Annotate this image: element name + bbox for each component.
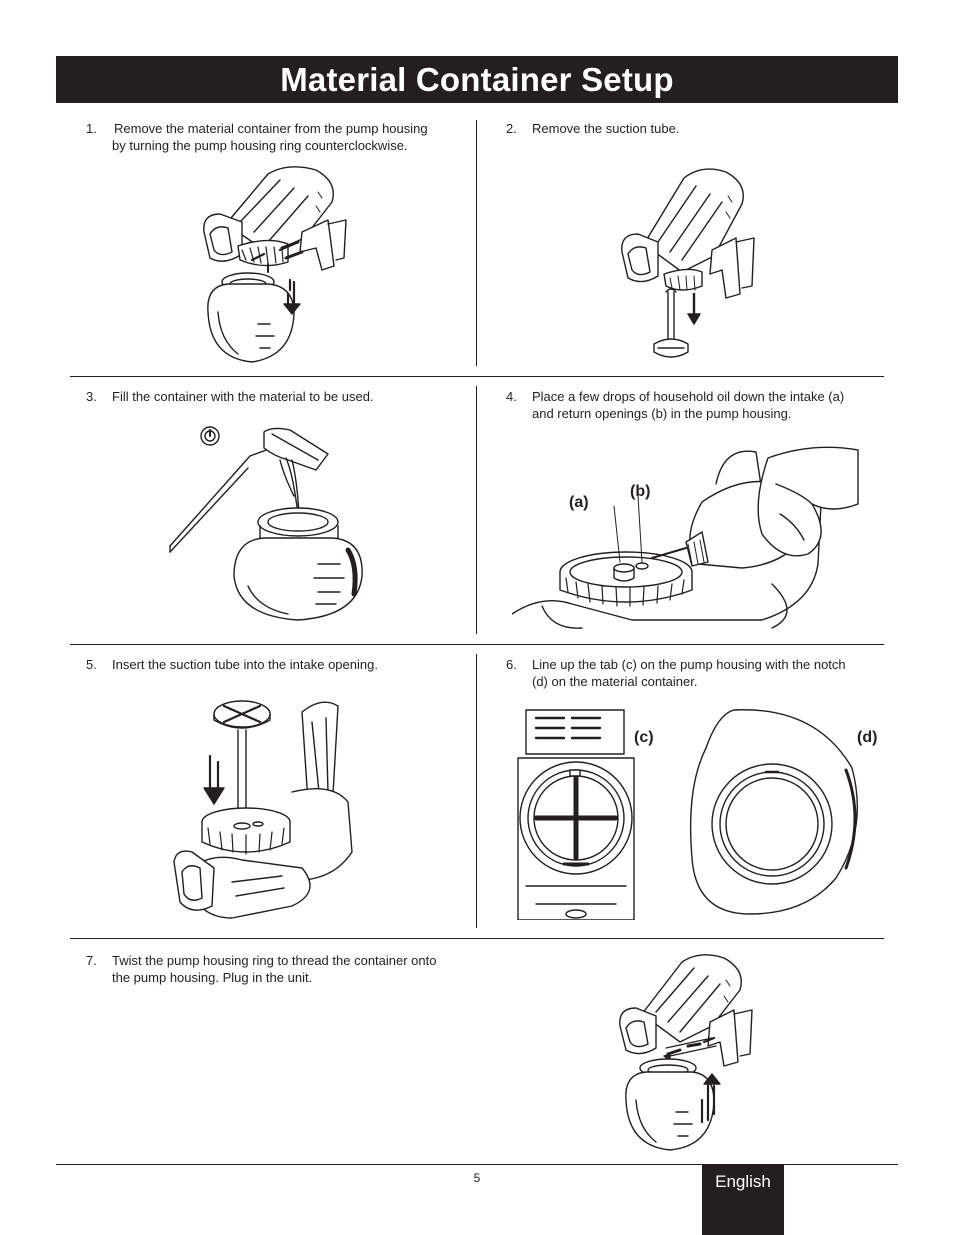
step-1: 1. Remove the material container from th… — [86, 120, 466, 156]
oil-bottle-illustration — [512, 444, 864, 630]
step-text-line2: by turning the pump housing ring counter… — [112, 138, 408, 153]
vertical-rule — [476, 120, 477, 366]
step-5: 5. Insert the suction tube into the inta… — [86, 656, 466, 676]
vertical-rule — [476, 386, 477, 634]
container-fill-illustration — [168, 426, 368, 622]
step-number: 6. — [506, 657, 517, 672]
tab-notch-alignment-illustration — [516, 708, 862, 920]
step-text-line1: Insert the suction tube into the intake … — [112, 657, 378, 672]
step-text-line2: (d) on the material container. — [532, 674, 698, 689]
step-number: 4. — [506, 389, 517, 404]
horizontal-rule — [70, 644, 884, 645]
step-text-line1: Twist the pump housing ring to thread th… — [112, 953, 437, 968]
page-title-bar: Material Container Setup — [56, 56, 898, 103]
step-7: 7. Twist the pump housing ring to thread… — [86, 952, 476, 988]
step-6: 6. Line up the tab (c) on the pump housi… — [506, 656, 886, 692]
step-text-line1: Remove the suction tube. — [532, 121, 680, 136]
step-text-line1: Place a few drops of household oil down … — [532, 389, 845, 404]
container-attach-illustration — [616, 950, 756, 1154]
step-number: 1. — [86, 121, 97, 136]
suction-tube-insert-illustration — [172, 692, 362, 926]
callout-a: (a) — [569, 494, 589, 511]
vertical-rule — [476, 654, 477, 928]
step-number: 5. — [86, 657, 97, 672]
suction-tube-removal-illustration — [618, 164, 758, 370]
step-2: 2. Remove the suction tube. — [506, 120, 876, 140]
step-text-line1: Line up the tab (c) on the pump housing … — [532, 657, 846, 672]
page-number: 5 — [473, 1171, 481, 1185]
horizontal-rule — [56, 1164, 898, 1165]
step-number: 3. — [86, 389, 97, 404]
step-text-line2: the pump housing. Plug in the unit. — [112, 970, 313, 985]
sprayer-container-removal-illustration — [198, 162, 348, 368]
step-text-line1: Remove the material container from the p… — [114, 121, 428, 136]
step-text-line1: Fill the container with the material to … — [112, 389, 374, 404]
callout-c: (c) — [634, 729, 654, 746]
callout-d: (d) — [857, 729, 878, 746]
page-title: Material Container Setup — [280, 60, 674, 98]
step-4: 4. Place a few drops of household oil do… — [506, 388, 886, 424]
callout-b: (b) — [630, 483, 651, 500]
step-number: 7. — [86, 953, 97, 968]
horizontal-rule — [70, 376, 884, 377]
step-text-line2: and return openings (b) in the pump hous… — [532, 406, 792, 421]
step-3: 3. Fill the container with the material … — [86, 388, 466, 408]
horizontal-rule — [70, 938, 884, 939]
language-tab: English — [702, 1165, 784, 1235]
step-number: 2. — [506, 121, 517, 136]
